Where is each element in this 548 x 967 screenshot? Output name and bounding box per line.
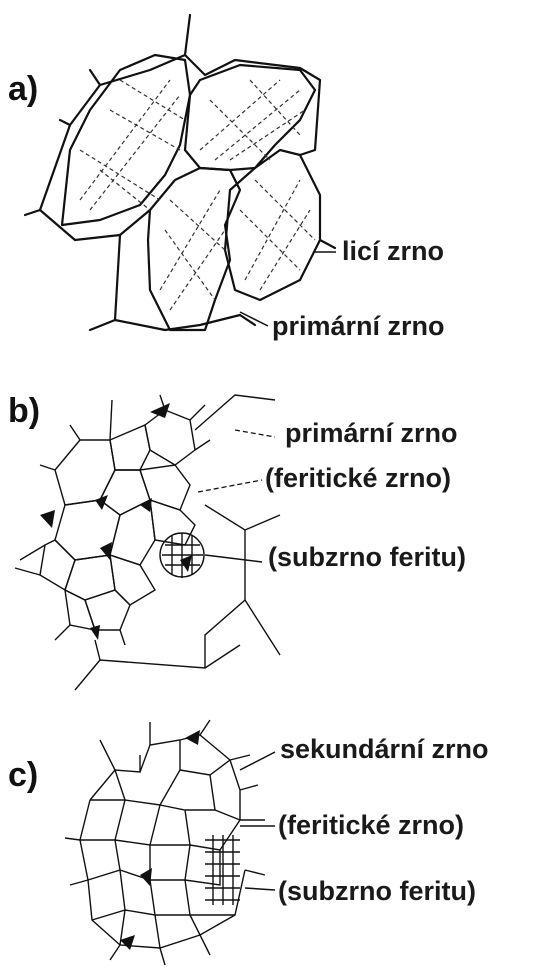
callout-feriticke-zrno-b: (feritické zrno)	[265, 463, 451, 493]
panel-a: a)	[8, 15, 445, 341]
leader-feriticke-zrno-b	[198, 480, 262, 492]
callout-primarni-zrno-b: primární zrno	[285, 418, 458, 448]
panel-b-drawing	[15, 395, 280, 690]
panel-c: c)	[8, 720, 489, 965]
callout-feriticke-zrno-c: (feritické zrno)	[278, 810, 464, 840]
callout-primarni-zrno-a: primární zrno	[272, 311, 445, 341]
leader-subzrno-feritu-c	[245, 888, 275, 890]
callout-subzrno-feritu-c: (subzrno feritu)	[278, 876, 476, 906]
panel-c-drawing	[65, 720, 265, 965]
panel-a-label: a)	[8, 70, 38, 108]
leader-sekundarni-zrno	[240, 752, 275, 770]
callout-sekundarni-zrno: sekundární zrno	[280, 734, 489, 764]
panel-a-drawing	[25, 15, 335, 330]
panel-b: b)	[8, 392, 466, 690]
leader-primarni-zrno-b	[235, 430, 275, 437]
callout-lici-zrno: licí zrno	[342, 236, 444, 266]
leader-subzrno-feritu-b	[205, 555, 262, 562]
callout-subzrno-feritu-b: (subzrno feritu)	[268, 542, 466, 572]
panel-c-label: c)	[8, 756, 38, 794]
panel-b-label: b)	[8, 392, 40, 430]
